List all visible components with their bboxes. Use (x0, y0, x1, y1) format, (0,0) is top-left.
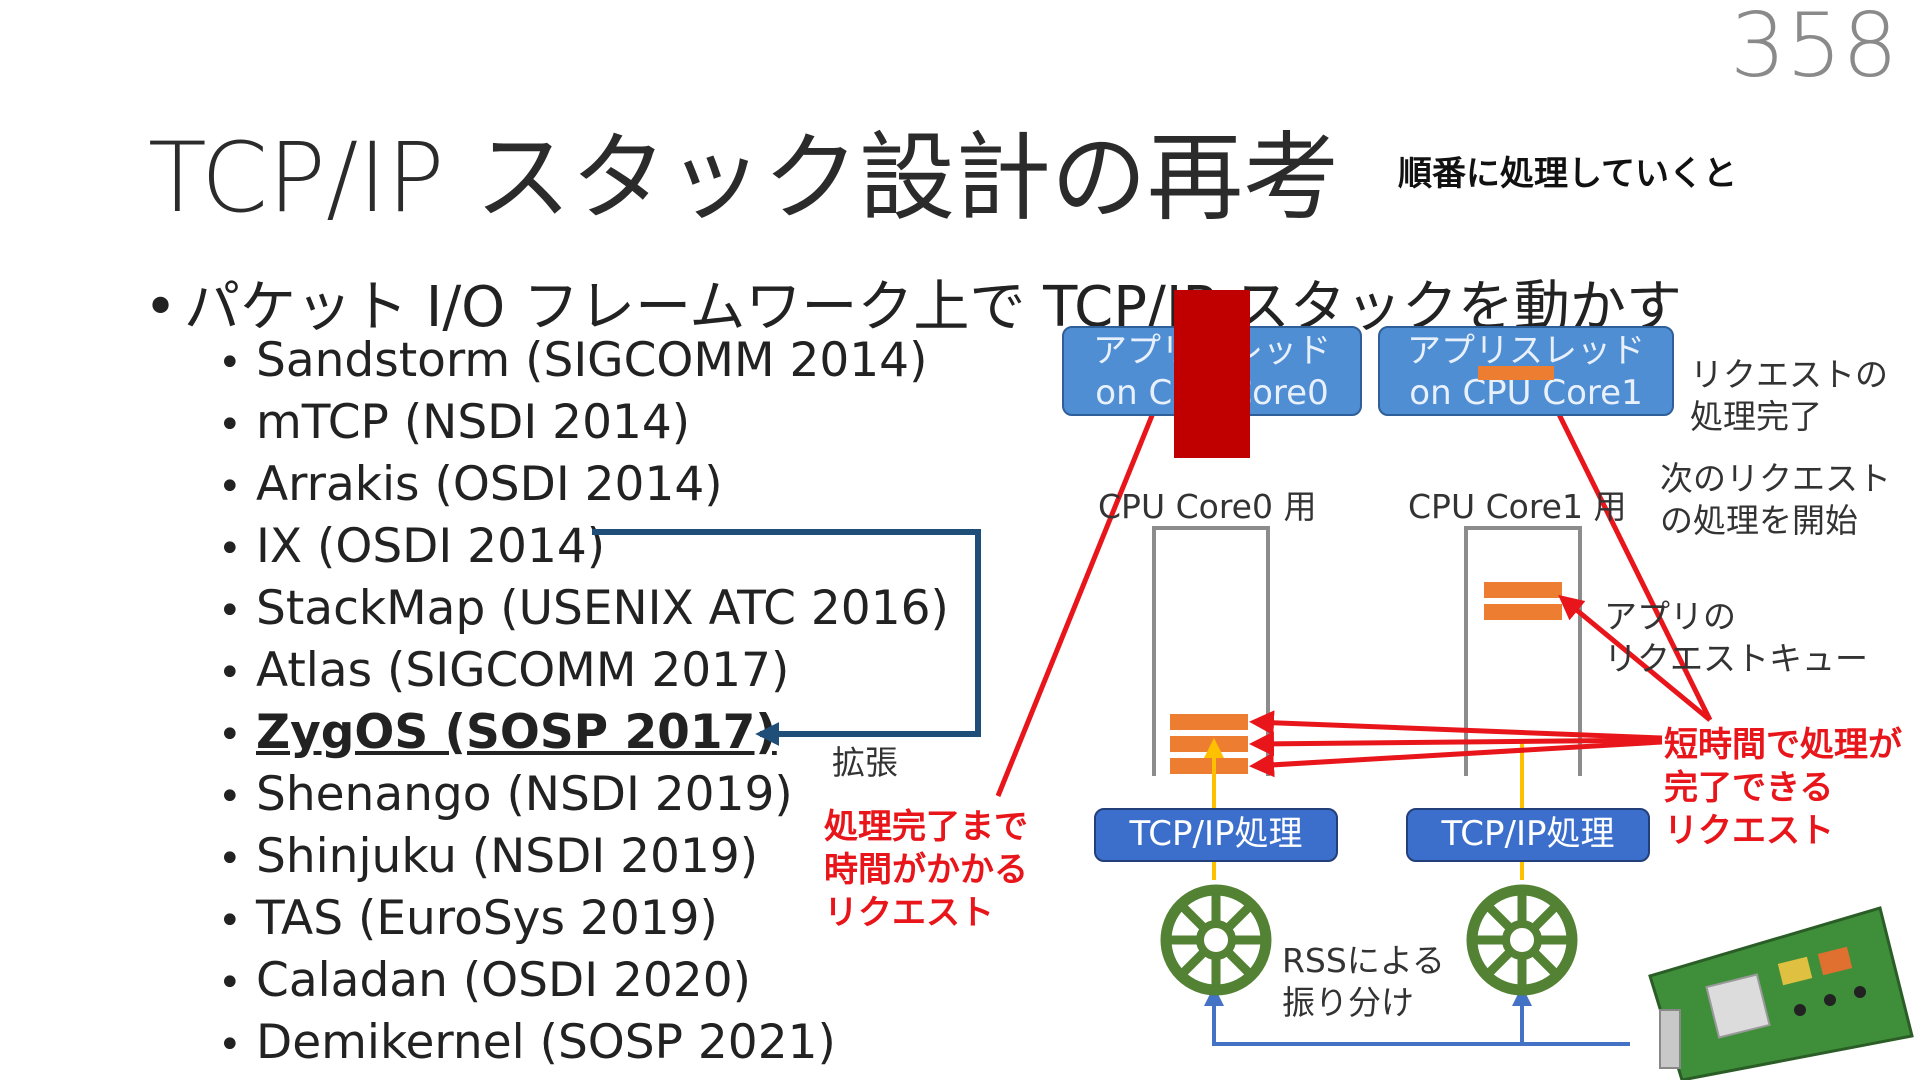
short-request-arrow (1249, 739, 1663, 778)
short-request-arrow (1249, 710, 1663, 741)
request-item (1484, 582, 1562, 598)
request-done-line2: 処理完了 (1690, 397, 1822, 436)
long-request-line3: リクエスト (824, 893, 994, 933)
short-request-arrow (1558, 594, 1712, 722)
system-list-item: • Demikernel (SOSP 2021) (218, 1012, 949, 1074)
system-list-item-label: TAS (EuroSys 2019) (256, 891, 718, 946)
bullet-dot: • (218, 712, 242, 758)
app-request-queue-label: アプリの リクエストキュー (1604, 596, 1868, 680)
bullet-dot: • (218, 340, 242, 386)
request-done-label: リクエストの 処理完了 (1690, 354, 1888, 438)
bullet-dot: • (218, 464, 242, 510)
long-request-line1: 処理完了まで (824, 807, 1028, 847)
system-list-item: • Shenango (NSDI 2019) (218, 764, 949, 826)
system-list-item-label: ZygOS (SOSP 2017) (256, 705, 777, 760)
request-done-line1: リクエストの (1690, 355, 1888, 394)
short-request-arrow (1545, 387, 1713, 722)
rss-wheel-icon (1466, 884, 1578, 996)
short-requests-line1: 短時間で処理が (1664, 725, 1902, 765)
bullet-dot: • (218, 1022, 242, 1068)
rss-label: RSSによる 振り分け (1282, 940, 1445, 1024)
system-list-item: • TAS (EuroSys 2019) (218, 888, 949, 950)
request-item (1170, 758, 1248, 774)
rss-label-line1: RSSによる (1282, 941, 1445, 980)
page-number: 358 (1730, 0, 1898, 97)
bullet-dot: • (218, 650, 242, 696)
next-request-label: 次のリクエスト の処理を開始 (1660, 458, 1891, 542)
app-request-queue-line2: リクエストキュー (1604, 639, 1868, 678)
next-request-line2: の処理を開始 (1660, 501, 1858, 540)
nic-card-icon (1648, 906, 1914, 1080)
system-list-item-label: StackMap (USENIX ATC 2016) (256, 581, 949, 636)
system-list-item: • StackMap (USENIX ATC 2016) (218, 578, 949, 640)
note-sequential-processing: 順番に処理していくと (1398, 154, 1737, 194)
bullet-dot: • (218, 836, 242, 882)
extend-arrow (592, 529, 981, 746)
long-request-bar (1174, 290, 1250, 458)
system-list-item-label: Arrakis (OSDI 2014) (256, 457, 723, 512)
request-item (1170, 714, 1248, 730)
rss-label-line2: 振り分け (1282, 983, 1414, 1022)
nic-flow (1204, 986, 1630, 1046)
core0-queue-label: CPU Core0 用 (1098, 487, 1317, 526)
tcpip-box-core0: TCP/IP処理 (1094, 808, 1338, 862)
bullet-dot: • (218, 402, 242, 448)
extend-label: 拡張 (832, 743, 898, 782)
long-request-label: 処理完了まで 時間がかかる リクエスト (824, 806, 1028, 935)
bullet-dot: • (218, 526, 242, 572)
bullet-dot: • (218, 588, 242, 634)
system-list-item-label: Demikernel (SOSP 2021) (256, 1015, 836, 1070)
system-list-item-label: Sandstorm (SIGCOMM 2014) (256, 333, 928, 388)
short-requests-label: 短時間で処理が 完了できる リクエスト (1664, 724, 1902, 853)
core0-queue (1152, 526, 1270, 776)
short-request-arrow (1249, 731, 1663, 757)
rss-wheel-icon (1160, 884, 1272, 996)
system-list-item-label: IX (OSDI 2014) (256, 519, 606, 574)
next-request-line1: 次のリクエスト (1660, 459, 1891, 498)
bullet-dot: • (218, 774, 242, 820)
system-list: • Sandstorm (SIGCOMM 2014) • mTCP (NSDI 201… (218, 330, 949, 1074)
system-list-item: • Sandstorm (SIGCOMM 2014) (218, 330, 949, 392)
short-requests-line3: リクエスト (1664, 811, 1834, 851)
system-list-item: • Atlas (SIGCOMM 2017) (218, 640, 949, 702)
long-request-arrow (995, 371, 1173, 797)
core1-queue (1464, 526, 1582, 776)
system-list-item: • Arrakis (OSDI 2014) (218, 454, 949, 516)
long-request-line2: 時間がかかる (824, 850, 1028, 890)
request-item (1170, 736, 1248, 752)
bullet-dot: • (218, 898, 242, 944)
system-list-item-label: Atlas (SIGCOMM 2017) (256, 643, 790, 698)
system-list-item: • ZygOS (SOSP 2017) (218, 702, 949, 764)
processing-request-item (1478, 366, 1554, 380)
app-request-queue-line1: アプリの (1604, 597, 1736, 636)
bullet-dot: • (144, 275, 178, 340)
bullet-dot: • (218, 960, 242, 1006)
system-list-item-label: Shenango (NSDI 2019) (256, 767, 793, 822)
system-list-item: • IX (OSDI 2014) (218, 516, 949, 578)
short-requests-line2: 完了できる (1664, 768, 1834, 808)
system-list-item-label: Shinjuku (NSDI 2019) (256, 829, 759, 884)
core1-queue-label: CPU Core1 用 (1408, 487, 1627, 526)
system-list-item: • mTCP (NSDI 2014) (218, 392, 949, 454)
system-list-item-label: mTCP (NSDI 2014) (256, 395, 691, 450)
tcpip-box-core1: TCP/IP処理 (1406, 808, 1650, 862)
system-list-item: • Shinjuku (NSDI 2019) (218, 826, 949, 888)
app-thread-core1: アプリスレッド on CPU Core1 (1378, 326, 1674, 416)
app-thread-core1-line1: アプリスレッド (1407, 331, 1645, 371)
slide-title: TCP/IP スタック設計の再考 (148, 122, 1339, 234)
system-list-item-label: Caladan (OSDI 2020) (256, 953, 751, 1008)
system-list-item: • Caladan (OSDI 2020) (218, 950, 949, 1012)
request-item (1484, 604, 1562, 620)
